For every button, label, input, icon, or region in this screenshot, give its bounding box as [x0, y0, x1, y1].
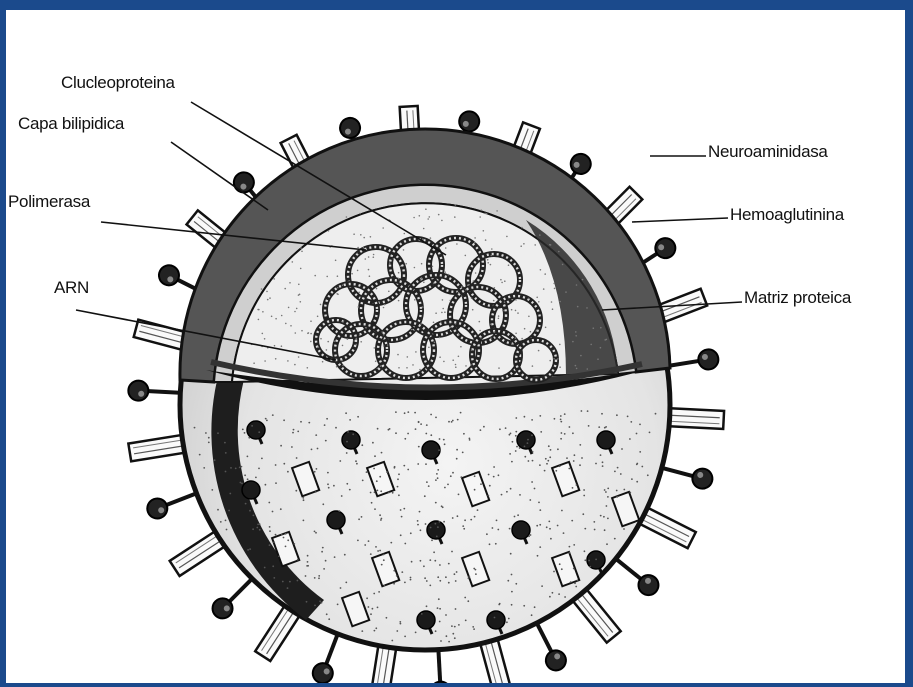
label-rna: ARN	[54, 278, 89, 298]
neuraminidase-knob	[487, 611, 505, 629]
hemagglutinin-spike	[665, 408, 724, 429]
hemagglutinin-spike	[128, 434, 188, 461]
influenza-virus-diagram	[6, 10, 905, 683]
neuraminidase-knob	[517, 431, 535, 449]
label-matrix-protein: Matriz proteica	[744, 288, 851, 308]
neuraminidase-knob	[597, 431, 615, 449]
neuraminidase-knob	[242, 481, 260, 499]
neuraminidase-knob	[512, 521, 530, 539]
neuraminidase-spike	[128, 380, 185, 403]
neuraminidase-knob	[417, 611, 435, 629]
leader-lipid-bilayer	[171, 142, 268, 210]
label-nucleoprotein: Clucleoproteina	[61, 73, 175, 93]
label-lipid-bilayer: Capa bilipidica	[18, 114, 124, 134]
label-hemagglutinin: Hemoaglutinina	[730, 205, 844, 225]
neuraminidase-knob	[247, 421, 265, 439]
label-neuraminidase: Neuroaminidasa	[708, 142, 828, 162]
neuraminidase-knob	[422, 441, 440, 459]
label-polymerase: Polimerasa	[8, 192, 90, 212]
neuraminidase-knob	[327, 511, 345, 529]
leader-hemagglutinin	[632, 218, 728, 222]
neuraminidase-knob	[342, 431, 360, 449]
